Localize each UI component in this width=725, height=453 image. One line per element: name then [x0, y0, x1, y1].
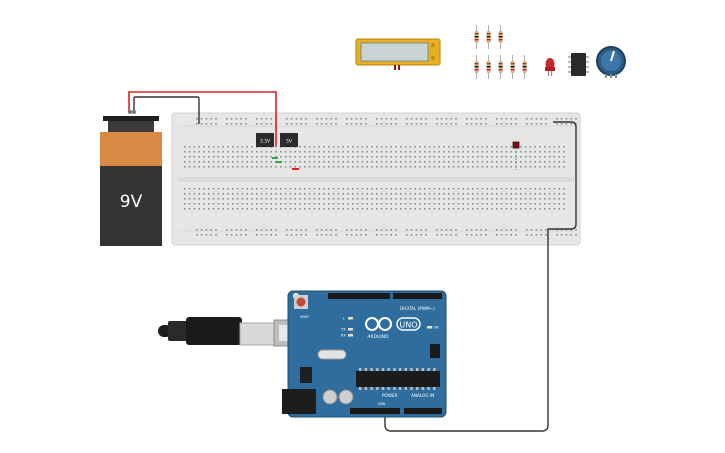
on-label: ON — [433, 326, 439, 330]
resistor-7[interactable] — [522, 55, 527, 79]
potentiometer[interactable] — [596, 46, 626, 78]
digital-header-left — [328, 293, 390, 299]
resistor-4[interactable] — [486, 55, 491, 79]
breadboard[interactable] — [171, 112, 581, 246]
led-tx — [348, 328, 353, 331]
battery-label: 9V — [120, 192, 143, 212]
breadboard-led[interactable] — [512, 141, 520, 170]
led-rx — [348, 334, 353, 337]
resistor-3[interactable] — [474, 55, 479, 79]
power-header — [350, 408, 400, 414]
led-component[interactable] — [545, 58, 555, 76]
capacitor-2 — [338, 389, 354, 405]
led-l — [348, 317, 353, 320]
regulator-5v-label: 5V — [286, 139, 293, 145]
regulator-5v[interactable]: 5V — [280, 133, 298, 147]
digital-header-right — [393, 293, 442, 299]
jumper-green-2[interactable] — [275, 161, 282, 163]
resistor-6[interactable] — [510, 55, 515, 79]
led-on — [427, 326, 432, 329]
reset-button[interactable] — [294, 295, 308, 309]
analog-label: ANALOG IN — [411, 393, 434, 398]
wire-red[interactable] — [128, 91, 277, 146]
icsp-header — [430, 344, 440, 358]
resistor-1[interactable] — [486, 25, 491, 49]
atmega-chip — [356, 371, 440, 387]
resistor-group[interactable] — [474, 25, 527, 79]
gnd-label: GND — [378, 402, 386, 406]
l-label: L — [343, 317, 345, 321]
analog-header — [404, 408, 442, 414]
tx-label: TX — [340, 328, 346, 332]
ic-chip[interactable] — [568, 53, 589, 76]
arduino-brand-text: ARDUINO — [367, 334, 389, 340]
power-label: POWER — [382, 393, 398, 398]
digital-label: DIGITAL (PWM~) — [400, 306, 435, 311]
power-jack[interactable] — [282, 389, 316, 414]
uno-logo-text: UNO — [399, 321, 417, 330]
regulator-3v3[interactable]: 3.3V — [256, 133, 274, 147]
jumper-red[interactable] — [292, 168, 299, 170]
voltage-regulator — [300, 367, 312, 383]
jumper-green[interactable] — [272, 157, 278, 159]
crystal — [317, 349, 347, 360]
rx-label: RX — [341, 334, 346, 338]
wire-black-arduino[interactable] — [384, 121, 577, 432]
arduino-uno[interactable]: AREF DIGITAL (PWM~) UNO ARDUINO L TX RX … — [282, 290, 447, 418]
regulator-3v3-label: 3.3V — [260, 139, 271, 145]
resistor-5[interactable] — [498, 55, 503, 79]
usb-cable[interactable] — [158, 317, 313, 347]
battery-9v[interactable]: 9V — [100, 110, 162, 246]
arduino-logo: UNO ARDUINO — [365, 317, 421, 340]
capacitor-1 — [322, 389, 338, 405]
atmega-pins — [359, 368, 436, 390]
resistor-2[interactable] — [498, 25, 503, 49]
aref-label: AREF — [300, 315, 309, 319]
wire-black-battery[interactable] — [133, 96, 200, 124]
lcd-display[interactable] — [355, 38, 441, 70]
resistor-0[interactable] — [474, 25, 479, 49]
